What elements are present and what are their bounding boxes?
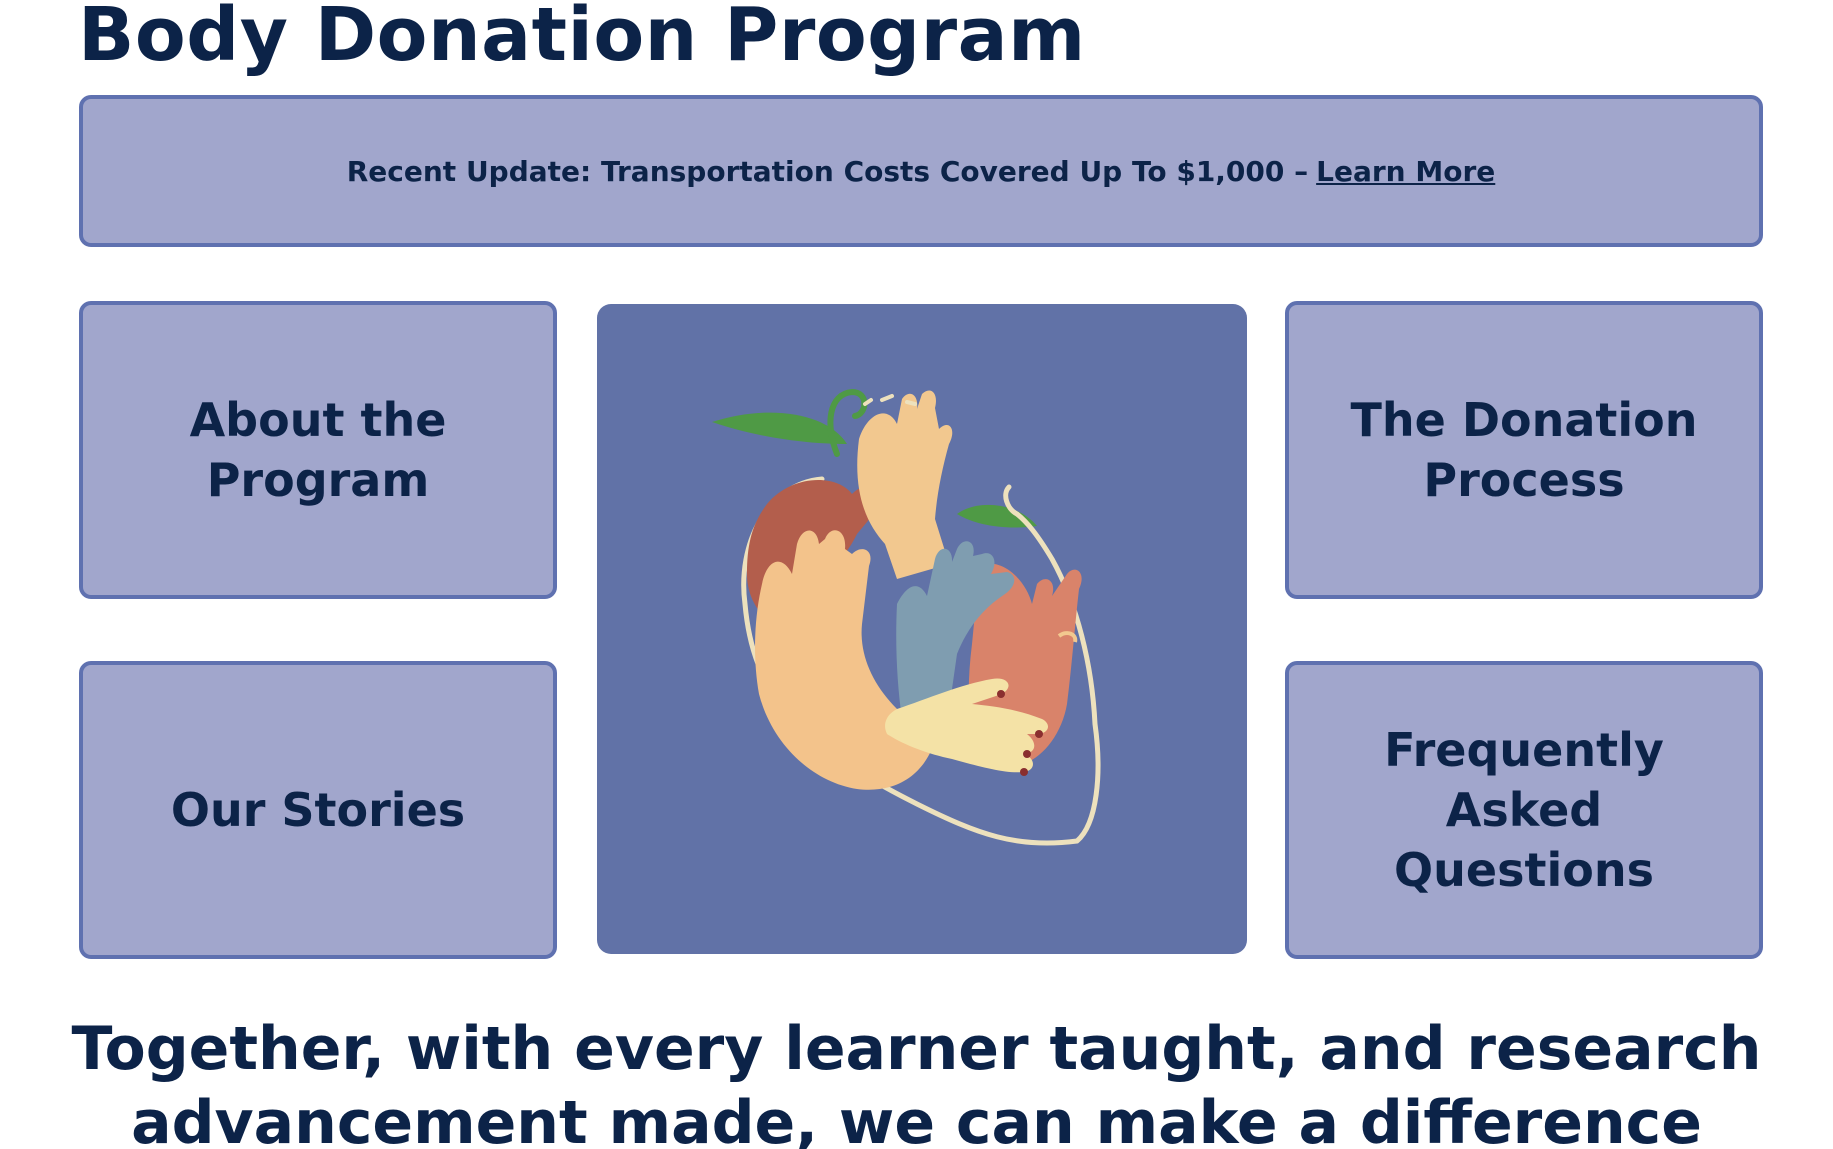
faq-label-line1: Frequently Asked: [1384, 723, 1664, 837]
learn-more-link[interactable]: Learn More: [1316, 154, 1496, 188]
pale-bottom-hand: [885, 678, 1049, 773]
our-stories-card[interactable]: Our Stories: [79, 661, 557, 959]
update-banner: Recent Update: Transportation Costs Cove…: [79, 95, 1763, 247]
faq-label: Frequently Asked Questions: [1305, 720, 1743, 900]
faq-label-line2: Questions: [1394, 843, 1654, 897]
page-title: Body Donation Program: [78, 0, 1086, 78]
vine-curl: [827, 388, 868, 457]
heart-of-hands-illustration: [712, 388, 1101, 846]
about-program-label-line1: About the: [189, 393, 447, 447]
our-stories-label: Our Stories: [171, 780, 465, 840]
ring: [1057, 631, 1078, 643]
donation-process-label: The Donation Process: [1350, 390, 1697, 510]
left-leaf: [712, 412, 847, 444]
right-leaf: [957, 504, 1037, 528]
hero-illustration-panel: [597, 304, 1247, 954]
about-program-label-line2: Program: [206, 453, 430, 507]
our-stories-label-line1: Our Stories: [170, 783, 466, 837]
pale-top-hand: [857, 390, 953, 579]
faq-card[interactable]: Frequently Asked Questions: [1285, 661, 1763, 959]
donation-process-label-line2: Process: [1423, 453, 1625, 507]
heart-outline: [741, 476, 1101, 846]
about-program-label: About the Program: [190, 390, 447, 510]
donation-process-label-line1: The Donation: [1350, 393, 1698, 447]
tagline-line2: advancement made, we can make a differen…: [131, 1088, 1702, 1149]
tagline-line1: Together, with every learner taught, and…: [71, 1014, 1762, 1084]
tagline: Together, with every learner taught, and…: [0, 1012, 1833, 1149]
banner-text: Recent Update: Transportation Costs Cove…: [346, 154, 1309, 188]
about-program-card[interactable]: About the Program: [79, 301, 557, 599]
blue-hand: [896, 541, 1015, 731]
donation-process-card[interactable]: The Donation Process: [1285, 301, 1763, 599]
